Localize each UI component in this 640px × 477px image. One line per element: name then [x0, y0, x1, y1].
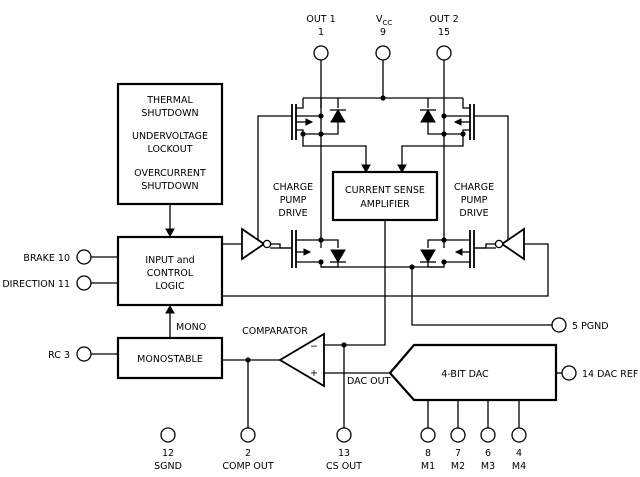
- pin-direction-label: DIRECTION 11: [2, 279, 70, 290]
- pin-m1[interactable]: 8 M1: [420, 427, 436, 472]
- dac-out-label: DAC OUT: [347, 376, 391, 387]
- pin-m3[interactable]: 6 M3: [480, 427, 496, 472]
- pin-cs-out[interactable]: 13 CS OUT: [326, 427, 362, 472]
- pin-comp-out-name: COMP OUT: [222, 461, 273, 472]
- charge-pump-left-buffer-icon: [241, 227, 266, 261]
- pin-m1-name: M1: [421, 461, 435, 472]
- pin-m3-number: 6: [485, 448, 491, 459]
- pin-cs-out-terminal[interactable]: [336, 427, 352, 443]
- pin-out2-name: OUT 2: [429, 14, 458, 25]
- current-sense-line1: CURRENT SENSE: [345, 185, 425, 196]
- charge-pump-right-line1: CHARGE: [454, 182, 494, 193]
- high-side-right-diode: [420, 98, 466, 137]
- pin-sgnd[interactable]: 12 SGND: [154, 427, 182, 472]
- pin-pgnd[interactable]: 5 PGND: [551, 317, 609, 333]
- pin-pgnd-label: 5 PGND: [572, 321, 609, 332]
- pin-sgnd-terminal[interactable]: [160, 427, 176, 443]
- comparator-triangle-icon: [278, 332, 325, 388]
- pin-m4-name: M4: [512, 461, 526, 472]
- pin-vcc-number: 9: [380, 27, 386, 38]
- pin-vcc[interactable]: VCC 9: [375, 14, 392, 61]
- protection-block: THERMAL SHUTDOWN UNDERVOLTAGE LOCKOUT OV…: [116, 82, 224, 238]
- charge-pump-right-buffer-icon: [500, 227, 525, 261]
- low-side-right-diode: [420, 237, 447, 268]
- pin-dac-ref-label: 14 DAC REF: [582, 369, 638, 380]
- pin-out1-name: OUT 1: [306, 14, 335, 25]
- pin-out2-terminal[interactable]: [436, 45, 452, 61]
- pin-pgnd-terminal[interactable]: [551, 317, 567, 333]
- charge-pump-left-line1: CHARGE: [273, 182, 313, 193]
- pin-direction[interactable]: DIRECTION 11: [2, 275, 118, 291]
- pin-comp-out-number: 2: [245, 448, 251, 459]
- pin-rc-label: RC 3: [48, 350, 70, 361]
- pin-vcc-subscript: CC: [383, 19, 393, 27]
- low-side-right-mosfet: [444, 230, 496, 268]
- charge-pump-drive-left: CHARGE PUMP DRIVE: [241, 182, 313, 261]
- pin-sgnd-name: SGND: [154, 461, 182, 472]
- monostable-block: MONOSTABLE MONO: [116, 304, 224, 380]
- pin-m2[interactable]: 7 M2: [450, 427, 466, 472]
- pin-vcc-name: VCC: [376, 14, 392, 27]
- protection-line4: LOCKOUT: [147, 144, 192, 155]
- pin-cs-out-number: 13: [338, 448, 350, 459]
- protection-line2: SHUTDOWN: [141, 108, 198, 119]
- pin-m4[interactable]: 4 M4: [511, 427, 527, 472]
- pin-out1-number: 1: [318, 27, 324, 38]
- low-side-left-diode: [318, 237, 346, 268]
- pin-m3-name: M3: [481, 461, 495, 472]
- protection-line6: SHUTDOWN: [141, 181, 198, 192]
- pin-comp-out[interactable]: 2 COMP OUT: [222, 427, 274, 472]
- pin-m2-name: M2: [451, 461, 465, 472]
- pin-out1-terminal[interactable]: [313, 45, 329, 61]
- protection-line1: THERMAL: [146, 95, 193, 106]
- pin-direction-terminal[interactable]: [76, 275, 92, 291]
- pin-brake-label: BRAKE 10: [23, 253, 70, 264]
- pin-brake-terminal[interactable]: [76, 249, 92, 265]
- pin-m1-number: 8: [425, 448, 431, 459]
- pin-m4-number: 4: [516, 448, 522, 459]
- pin-m4-terminal[interactable]: [511, 427, 527, 443]
- comparator-plus-label: +: [310, 368, 318, 379]
- pin-cs-out-name: CS OUT: [326, 461, 362, 472]
- logic-line1: INPUT and: [145, 255, 194, 266]
- protection-line5: OVERCURRENT: [134, 168, 206, 179]
- comparator-minus-label: −: [310, 341, 318, 352]
- current-sense-amplifier: CURRENT SENSE AMPLIFIER: [324, 170, 439, 346]
- pin-out1[interactable]: OUT 1 1: [306, 14, 336, 61]
- low-side-left-mosfet: [270, 230, 321, 268]
- charge-pump-drive-right: CHARGE PUMP DRIVE: [454, 182, 525, 261]
- logic-line3: LOGIC: [155, 281, 185, 292]
- monostable-label: MONOSTABLE: [137, 354, 203, 365]
- logic-line2: CONTROL: [147, 268, 194, 279]
- pin-dac-ref-terminal[interactable]: [561, 365, 577, 381]
- mono-signal-label: MONO: [176, 322, 206, 333]
- pin-out2[interactable]: OUT 2 15: [429, 14, 459, 61]
- comparator: COMPARATOR − + DAC OUT: [222, 326, 391, 428]
- pin-m3-terminal[interactable]: [480, 427, 496, 443]
- pin-sgnd-number: 12: [162, 448, 174, 459]
- current-sense-line2: AMPLIFIER: [360, 199, 410, 210]
- pin-out2-number: 15: [438, 27, 450, 38]
- charge-pump-right-line3: DRIVE: [459, 208, 488, 219]
- pin-brake[interactable]: BRAKE 10: [23, 249, 118, 265]
- pin-rc-terminal[interactable]: [76, 346, 92, 362]
- charge-pump-left-line2: PUMP: [280, 195, 307, 206]
- pin-m2-terminal[interactable]: [450, 427, 466, 443]
- input-control-logic-block: INPUT and CONTROL LOGIC: [116, 235, 549, 307]
- high-side-right-mosfet: [444, 98, 509, 240]
- dac-block: 4-BIT DAC: [388, 343, 562, 428]
- pin-m2-number: 7: [455, 448, 461, 459]
- pin-dac-ref[interactable]: 14 DAC REF: [561, 365, 638, 381]
- pin-m1-terminal[interactable]: [420, 427, 436, 443]
- charge-pump-right-line2: PUMP: [461, 195, 488, 206]
- pin-comp-out-terminal[interactable]: [240, 427, 256, 443]
- pin-rc[interactable]: RC 3: [48, 346, 118, 362]
- pin-vcc-terminal[interactable]: [375, 45, 391, 61]
- comparator-label: COMPARATOR: [242, 326, 308, 337]
- protection-line3: UNDERVOLTAGE: [132, 131, 208, 142]
- dac-label: 4-BIT DAC: [441, 369, 489, 380]
- charge-pump-left-line3: DRIVE: [278, 208, 307, 219]
- high-side-left-mosfet: [257, 98, 321, 240]
